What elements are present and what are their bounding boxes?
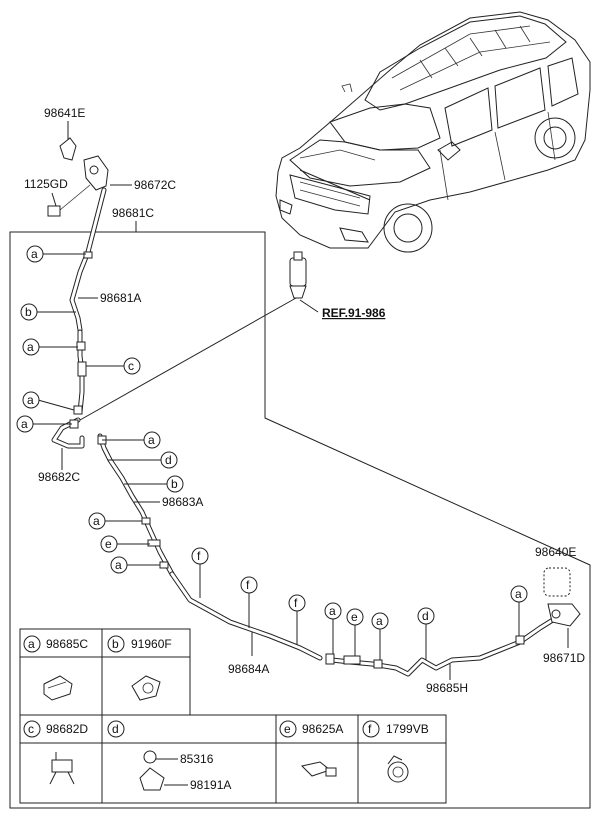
callout-letter-c: c xyxy=(128,359,134,373)
label-98685H: 98685H xyxy=(426,681,468,695)
callout-letter-a: a xyxy=(31,247,38,261)
callout-letter-a: a xyxy=(27,340,34,354)
callout-letter-b: b xyxy=(171,477,178,491)
legend-f-part: 1799VB xyxy=(386,722,429,736)
legend-table: a 98685C b 91960F c 98682D d 85316 98191… xyxy=(19,628,447,804)
label-ref-91-986: REF.91-986 xyxy=(322,306,386,320)
callout-letter-f: f xyxy=(294,596,298,610)
legend-b-letter: b xyxy=(112,637,119,651)
legend-f-letter: f xyxy=(368,722,372,736)
callout-letter-d: d xyxy=(422,609,429,623)
legend-d-part2: 98191A xyxy=(190,778,231,792)
callouts: a b 98681A a c a a a 98682C d xyxy=(16,245,528,695)
assembly-frame xyxy=(9,231,591,809)
callout-letter-f: f xyxy=(246,578,250,592)
callout-letter-f: f xyxy=(197,549,201,563)
callout-letter-a: a xyxy=(329,604,336,618)
callout-letter-d: d xyxy=(165,453,172,467)
label-98681C: 98681C xyxy=(112,206,154,220)
label-98682C: 98682C xyxy=(38,470,80,484)
clip-a-illustration xyxy=(43,675,73,701)
callout-letter-a: a xyxy=(93,514,100,528)
legend-e-part: 98625A xyxy=(302,722,343,736)
callout-letter-b: b xyxy=(25,305,32,319)
rear-nozzle-parts: 98640E 98671D xyxy=(535,545,585,665)
callout-letter-a: a xyxy=(115,558,122,572)
label-98672C: 98672C xyxy=(134,178,176,192)
label-98684A: 98684A xyxy=(228,662,269,676)
callout-letter-a: a xyxy=(515,587,522,601)
callout-letter-a: a xyxy=(148,433,155,447)
hose-clips xyxy=(69,251,525,669)
callout-letter-a: a xyxy=(376,614,383,628)
callout-letter-a: a xyxy=(27,393,34,407)
legend-c-part: 98682D xyxy=(46,722,88,736)
label-98641E: 98641E xyxy=(44,106,85,120)
legend-e-letter: e xyxy=(284,722,291,736)
connector-c-illustration xyxy=(49,752,75,785)
label-98683A: 98683A xyxy=(162,495,203,509)
callout-letter-e: e xyxy=(351,610,358,624)
legend-a-part: 98685C xyxy=(46,637,88,651)
joint-e-illustration xyxy=(301,761,337,777)
label-98640E: 98640E xyxy=(535,545,576,559)
nozzle-assembly: 98641E 1125GD 98672C 98681C xyxy=(24,106,176,232)
legend-b-part: 91960F xyxy=(131,637,172,651)
legend-d-letter: d xyxy=(112,722,119,736)
clip-f-illustration xyxy=(387,755,409,783)
callout-letter-e: e xyxy=(105,537,112,551)
clip-b-illustration xyxy=(131,675,161,701)
vehicle-illustration xyxy=(275,11,591,253)
legend-c-letter: c xyxy=(28,722,34,736)
washer-pump: REF.91-986 xyxy=(289,251,386,320)
callout-letter-a: a xyxy=(21,417,28,431)
label-98681A: 98681A xyxy=(100,291,141,305)
legend-d-part1: 85316 xyxy=(180,752,214,766)
label-98671D: 98671D xyxy=(543,651,585,665)
grommet-clip-d-illustration xyxy=(139,750,188,791)
label-1125GD: 1125GD xyxy=(24,177,68,191)
legend-a-letter: a xyxy=(28,637,35,651)
